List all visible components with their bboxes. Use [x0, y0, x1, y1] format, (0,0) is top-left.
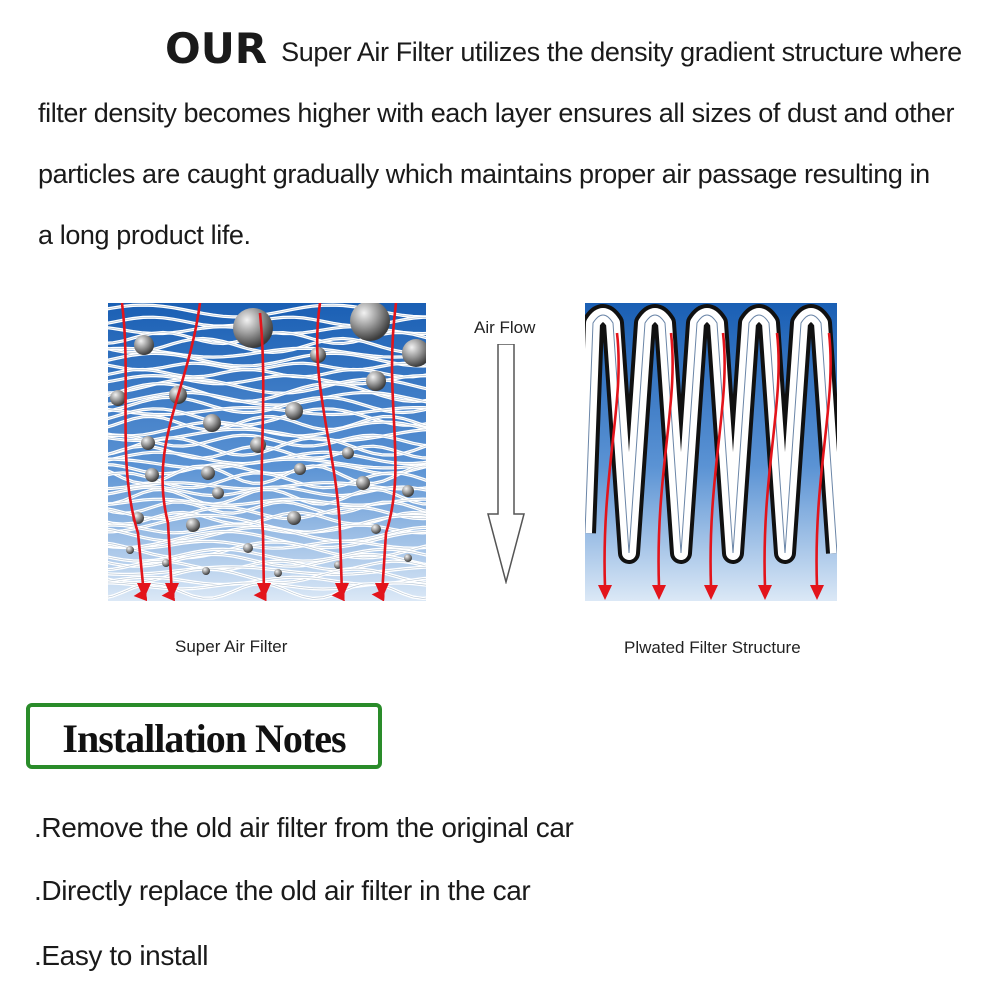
dust-particle	[233, 308, 273, 348]
dust-particle	[201, 466, 215, 480]
pleated-filter-caption: Plwated Filter Structure	[624, 638, 801, 657]
dust-particle	[287, 511, 301, 525]
arrowhead	[137, 583, 151, 599]
dust-particle	[145, 468, 159, 482]
fiber-edge	[108, 554, 426, 567]
fiber-edge	[108, 514, 426, 533]
airflow-arrow	[315, 303, 345, 601]
dust-particle	[342, 447, 354, 459]
intro-paragraph: OUR Super Air Filter utilizes the density…	[30, 18, 990, 266]
airflow-arrow	[657, 332, 674, 588]
arrowhead	[335, 583, 349, 599]
airflow-arrow	[371, 303, 398, 601]
installation-notes-title: Installation Notes	[62, 716, 346, 761]
fiber-edge	[108, 531, 426, 548]
fiber-edge	[108, 472, 426, 489]
dust-particle	[371, 524, 381, 534]
pleated-media	[585, 304, 837, 564]
fiber-edge	[108, 352, 426, 367]
air-flow-label: Air Flow	[474, 318, 536, 337]
dust-particle	[294, 463, 306, 475]
dust-particle	[402, 485, 414, 497]
fiber-edge	[108, 541, 426, 559]
arrowhead	[704, 585, 718, 600]
intro-line-1: OUR Super Air Filter utilizes the density…	[30, 18, 990, 83]
intro-line-4: a long product life.	[38, 220, 251, 250]
fiber-edge	[108, 347, 426, 358]
installation-note: .Easy to install	[34, 940, 209, 971]
arrowhead	[810, 585, 824, 600]
fiber-edge	[108, 445, 426, 459]
airflow-arrow	[120, 303, 148, 601]
dust-particle	[402, 339, 426, 367]
dust-particle	[404, 554, 412, 562]
fiber-edge	[108, 560, 426, 571]
intro-line-3: particles are caught gradually which mai…	[38, 159, 930, 189]
dust-particle	[162, 559, 170, 567]
dust-particle	[243, 543, 253, 553]
dust-particle	[202, 567, 210, 575]
dust-particle	[134, 335, 154, 355]
dust-particle	[126, 546, 134, 554]
arrowhead	[598, 585, 612, 600]
arrowhead	[652, 585, 666, 600]
arrowhead	[257, 583, 271, 599]
fiber-edge	[108, 437, 426, 456]
dust-particle	[350, 303, 390, 341]
fiber-edge	[108, 407, 426, 415]
installation-note: .Remove the old air filter from the orig…	[34, 812, 574, 843]
airflow-arrows	[120, 303, 398, 601]
pleated-filter-diagram	[585, 303, 837, 601]
dust-particle	[274, 569, 282, 577]
dust-particle	[203, 414, 221, 432]
dust-particle	[356, 476, 370, 490]
air-flow-arrow-icon	[487, 344, 525, 584]
fiber-edge	[108, 408, 426, 426]
fiber-edge	[108, 362, 426, 371]
dust-particle	[186, 518, 200, 532]
dust-particle	[212, 487, 224, 499]
airflow-arrow	[253, 312, 267, 601]
airflow-arrow	[709, 332, 726, 588]
fiber-edge	[108, 488, 426, 505]
fiber-edge	[108, 434, 426, 447]
arrowhead	[165, 583, 179, 599]
fiber-edge	[108, 458, 426, 469]
fiber-edge	[108, 392, 426, 406]
super-air-filter-diagram	[108, 303, 426, 601]
super-filter-caption: Super Air Filter	[175, 637, 288, 656]
fiber-edge	[108, 506, 426, 520]
fiber-edge	[108, 416, 426, 430]
installation-notes-heading: Installation Notes	[26, 703, 382, 769]
arrowhead	[375, 583, 389, 599]
arrowhead	[758, 585, 772, 600]
dust-particle	[110, 390, 126, 406]
dust-particle	[141, 436, 155, 450]
installation-note: .Directly replace the old air filter in …	[34, 875, 531, 906]
intro-line-1-text: Super Air Filter utilizes the density gr…	[281, 37, 962, 67]
dust-particle	[285, 402, 303, 420]
airflow-arrow	[763, 332, 780, 588]
airflow-arrow	[815, 332, 832, 588]
airflow-arrow	[161, 303, 202, 601]
dust-particle	[366, 371, 386, 391]
fiber-edge	[108, 527, 426, 542]
airflow-arrow	[603, 332, 620, 588]
pleat-line	[585, 314, 837, 554]
fiber-edge	[108, 501, 426, 514]
intro-line-2: filter density becomes higher with each …	[38, 98, 955, 128]
intro-emphasis: OUR	[165, 24, 268, 73]
fiber-edge	[108, 540, 426, 549]
pleated-airflow-arrows	[598, 332, 832, 600]
